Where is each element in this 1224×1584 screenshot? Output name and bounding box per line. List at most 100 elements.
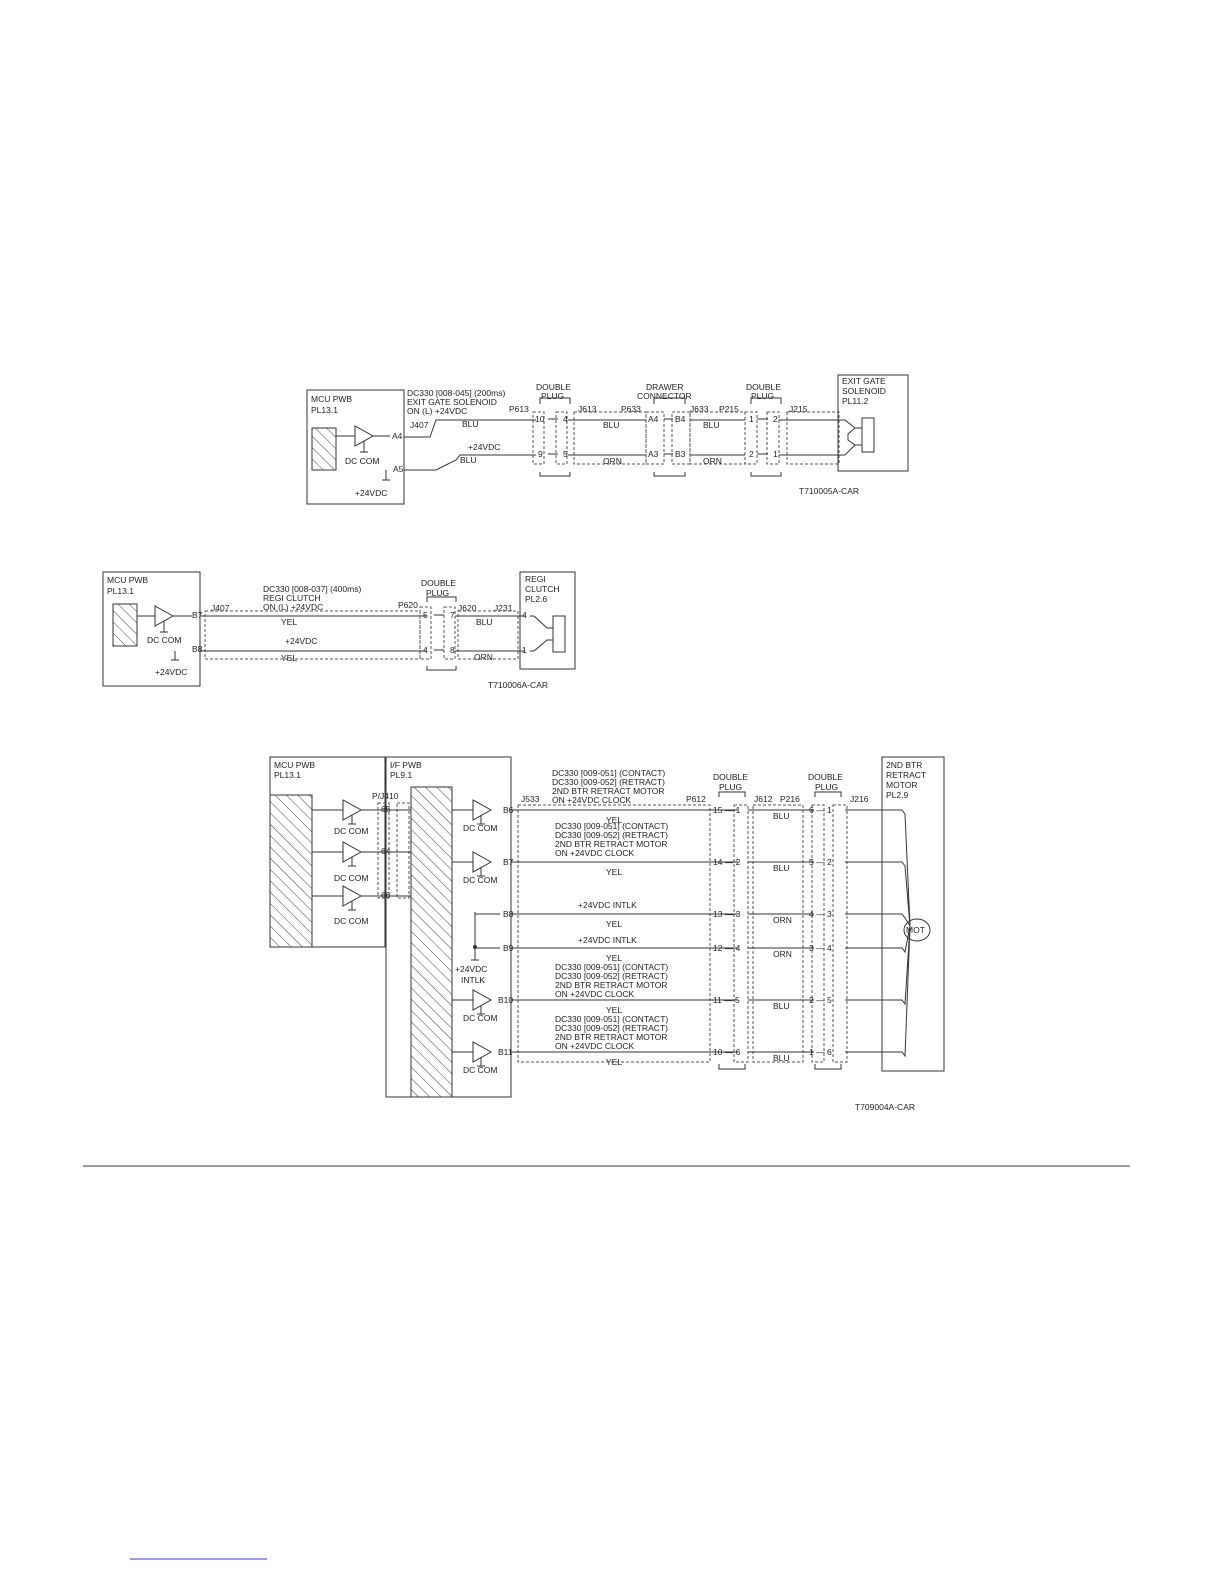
pin-a3: A3: [648, 449, 659, 459]
double-plug-2-b: PLUG: [751, 391, 774, 401]
motor-box: [881, 756, 945, 1072]
vdc-label: +24VDC: [355, 488, 387, 498]
diagram-btr-motor: MCU PWB PL13.1 I/F PWB PL9.1 P/J410 DC C…: [269, 756, 945, 1112]
vdc-line-label: +24VDC: [468, 442, 500, 452]
driver-icon: [472, 799, 493, 821]
svg-text:ON +24VDC CLOCK: ON +24VDC CLOCK: [555, 848, 634, 858]
pin-b8: B8: [192, 644, 203, 654]
motor-line-4: PL2.9: [886, 790, 908, 800]
svg-text:DC330 [009-052] (RETRACT): DC330 [009-052] (RETRACT): [555, 1023, 668, 1033]
pin-2b: 2: [749, 449, 754, 459]
double-plug-5-a: DOUBLE: [808, 772, 843, 782]
driver-icon: [472, 851, 493, 873]
svg-text:ON +24VDC CLOCK: ON +24VDC CLOCK: [555, 989, 634, 999]
svg-text:64: 64: [381, 846, 391, 856]
wire-orn-mid: ORN: [603, 456, 622, 466]
driver-icon: [472, 989, 493, 1011]
p612-pin: 13 — 3: [713, 909, 741, 919]
pin-1a: 1: [749, 414, 754, 424]
pin-label: B9: [503, 943, 514, 953]
pin-8-d2: 8: [450, 645, 455, 655]
clutch-icon: [552, 615, 566, 653]
pin-4: 4: [563, 414, 568, 424]
hatched-if: [410, 786, 453, 1098]
regi-line-3: PL2.6: [525, 594, 547, 604]
double-plug-5-b: PLUG: [815, 782, 838, 792]
drawer-label-a: DRAWER: [646, 382, 683, 392]
hatched-block: [311, 427, 337, 471]
j407-label: J407: [410, 420, 429, 430]
j231-label: J231: [494, 603, 513, 613]
pin-label: B8: [503, 909, 514, 919]
regi-line-2: CLUTCH: [525, 584, 559, 594]
signal-line-1: DC330 [008-045] (200ms): [407, 388, 505, 398]
if-pwb-label: I/F PWB: [390, 760, 422, 770]
fan-line: [895, 925, 911, 954]
signal-block-mid-1: DC330 [009-051] (CONTACT) DC330 [009-052…: [555, 821, 668, 858]
wire-color-left: YEL: [606, 815, 622, 825]
double-plug-1-a: DOUBLE: [536, 382, 571, 392]
wire-color-left: YEL: [606, 919, 622, 929]
dc-com-2: DC COM: [147, 635, 181, 645]
wire-color-right: ORN: [773, 949, 792, 959]
p612-label: P612: [686, 794, 706, 804]
signal2-line-1: DC330 [008-037] (400ms): [263, 584, 361, 594]
svg-text:DC COM: DC COM: [334, 916, 368, 926]
double-plug-4-a: DOUBLE: [713, 772, 748, 782]
if-pwb-pl: PL9.1: [390, 770, 412, 780]
p612-pin: 11 — 5: [713, 995, 740, 1005]
wire-blu-d2: BLU: [476, 617, 493, 627]
svg-text:DC COM: DC COM: [334, 873, 368, 883]
hatched-block-2: [112, 603, 138, 647]
pin-label: B7: [503, 857, 514, 867]
pin-5-d2: 5: [423, 610, 428, 620]
p633-label: P633: [621, 404, 641, 414]
dc-com-label: DC COM: [463, 1013, 497, 1023]
regi-line-1: REGI: [525, 574, 546, 584]
dc-com-label: DC COM: [345, 456, 379, 466]
wire-yel-1: YEL: [281, 617, 297, 627]
j633-label: J633: [690, 404, 709, 414]
signal-line-3: ON (L) +24VDC: [407, 406, 467, 416]
drawer-label-b: CONNECTOR: [637, 391, 692, 401]
vdc-2: +24VDC: [155, 667, 187, 677]
motor-line-3: MOTOR: [886, 780, 917, 790]
pin-label: B11: [498, 1047, 513, 1057]
sig-top-3: 2ND BTR RETRACT MOTOR: [552, 786, 665, 796]
j613-label: J613: [578, 404, 597, 414]
p216-pin: 1 — 6: [809, 1047, 832, 1057]
left-driver-3: DC COM 66: [312, 885, 411, 926]
p216-pin: 3 — 4: [809, 943, 832, 953]
intlk-label-a: +24VDC: [455, 964, 487, 974]
pin-a5: A5: [393, 464, 404, 474]
mot-label: MOT: [906, 925, 925, 935]
signal2-line-3: ON (L) +24VDC: [263, 602, 323, 612]
svg-text:65: 65: [381, 804, 391, 814]
wire-color-right: BLU: [773, 1001, 790, 1011]
wire-orn-right: ORN: [703, 456, 722, 466]
term-1: 1: [522, 645, 527, 655]
pin-label: B10: [498, 995, 513, 1005]
term-4: 4: [522, 610, 527, 620]
motor-fan-lines: [475, 809, 911, 1058]
target-line-3: PL11.2: [842, 396, 869, 406]
signal-block-mid-3: DC330 [009-051] (CONTACT) DC330 [009-052…: [555, 1014, 668, 1051]
j612-label: J612: [754, 794, 773, 804]
wire-blu-1: [404, 419, 536, 438]
svg-text:2ND BTR RETRACT MOTOR: 2ND BTR RETRACT MOTOR: [555, 1032, 668, 1042]
wire-blu-mid: BLU: [603, 420, 620, 430]
motor-line-2: RETRACT: [886, 770, 926, 780]
p612-pin: 14 — 2: [713, 857, 741, 867]
wire-blu-top: BLU: [462, 419, 479, 429]
svg-text:DC330 [009-051] (CONTACT): DC330 [009-051] (CONTACT): [555, 962, 668, 972]
svg-text:DC330 [009-051] (CONTACT): DC330 [009-051] (CONTACT): [555, 1014, 668, 1024]
mcu-pwb-label-2: MCU PWB: [107, 575, 148, 585]
p612-pin: 15 — 1: [713, 805, 741, 815]
double-plug-3-b: PLUG: [426, 588, 449, 598]
pin-a4-d: A4: [648, 414, 659, 424]
